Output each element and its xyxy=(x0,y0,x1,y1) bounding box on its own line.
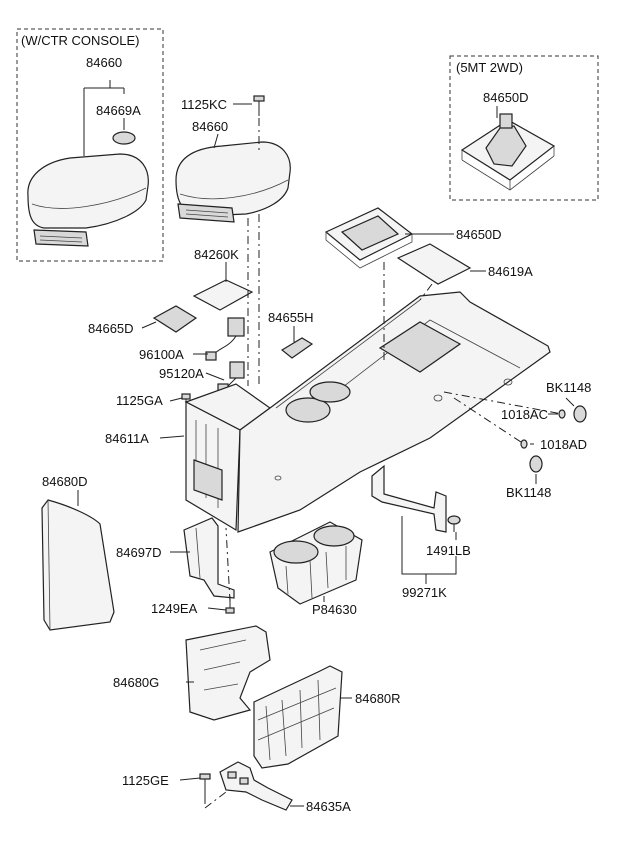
label-5mt-2wd: (5MT 2WD) xyxy=(456,60,523,75)
cup-holder-P84630 xyxy=(269,521,363,605)
clip-BK1148-top xyxy=(573,405,587,423)
power-outlet-96100A xyxy=(205,317,245,361)
clip-BK1148-bottom xyxy=(529,455,543,473)
label-84611A: 84611A xyxy=(105,431,149,446)
label-84655H: 84655H xyxy=(268,310,314,325)
label-84650D: 84650D xyxy=(456,227,502,242)
bolt-1491LB xyxy=(447,515,461,532)
rear-panel-84680G xyxy=(185,625,271,721)
clip-1018AD xyxy=(520,439,528,449)
shift-bezel-84650D xyxy=(324,207,414,269)
ctr-console-group-box xyxy=(16,28,164,262)
label-84680D: 84680D xyxy=(42,474,88,489)
part-labels: (W/CTR CONSOLE) (5MT 2WD) 84660 84669A 1… xyxy=(21,33,591,814)
label-84680R: 84680R xyxy=(355,691,401,706)
mat-84260K xyxy=(192,279,254,311)
label-84260K: 84260K xyxy=(194,247,239,262)
label-84680G: 84680G xyxy=(113,675,159,690)
label-BK1148-bottom: BK1148 xyxy=(506,485,551,500)
trim-84655H xyxy=(280,337,314,359)
label-84619A: 84619A xyxy=(488,264,533,279)
screw-1125GE xyxy=(199,773,211,796)
console-body-84611A xyxy=(184,291,551,533)
label-BK1148-top: BK1148 xyxy=(546,380,591,395)
mt-2wd-group-box xyxy=(449,55,599,201)
assembly-lines xyxy=(204,118,563,809)
label-1018AC: 1018AC xyxy=(501,407,548,422)
cover-84665D xyxy=(152,305,198,333)
label-84697D: 84697D xyxy=(116,545,162,560)
label-1249EA: 1249EA xyxy=(151,601,198,616)
label-99271K: 99271K xyxy=(402,585,447,600)
bracket-84635A xyxy=(219,761,293,811)
shift-boot-84650D-boxed xyxy=(460,113,556,191)
cover-84619A xyxy=(396,243,472,285)
side-panel-84680D xyxy=(41,499,115,631)
socket-95120A xyxy=(217,361,245,393)
label-1491LB: 1491LB xyxy=(426,543,471,558)
label-96100A: 96100A xyxy=(139,347,184,362)
label-1018AD: 1018AD xyxy=(540,437,587,452)
label-84660-boxed: 84660 xyxy=(86,55,122,70)
rear-panel-84680R xyxy=(253,665,343,769)
armrest-84660-boxed xyxy=(27,153,149,247)
label-84660: 84660 xyxy=(192,119,228,134)
label-1125GE: 1125GE xyxy=(122,773,169,788)
label-84635A: 84635A xyxy=(306,799,351,814)
label-P84630: P84630 xyxy=(312,602,357,617)
armrest-84660 xyxy=(175,141,291,223)
label-1125GA: 1125GA xyxy=(116,393,163,408)
leader-lines xyxy=(77,80,575,807)
cap-84669A xyxy=(112,131,136,145)
screw-1125KC xyxy=(253,95,265,116)
bracket-99271K xyxy=(371,464,447,533)
bracket-84697D xyxy=(183,517,235,599)
label-84650D-boxed: 84650D xyxy=(483,90,529,105)
label-84665D: 84665D xyxy=(88,321,134,336)
label-1125KC: 1125KC xyxy=(181,97,227,112)
label-84669A: 84669A xyxy=(96,103,141,118)
label-95120A: 95120A xyxy=(159,366,204,381)
label-ctr-console: (W/CTR CONSOLE) xyxy=(21,33,139,48)
